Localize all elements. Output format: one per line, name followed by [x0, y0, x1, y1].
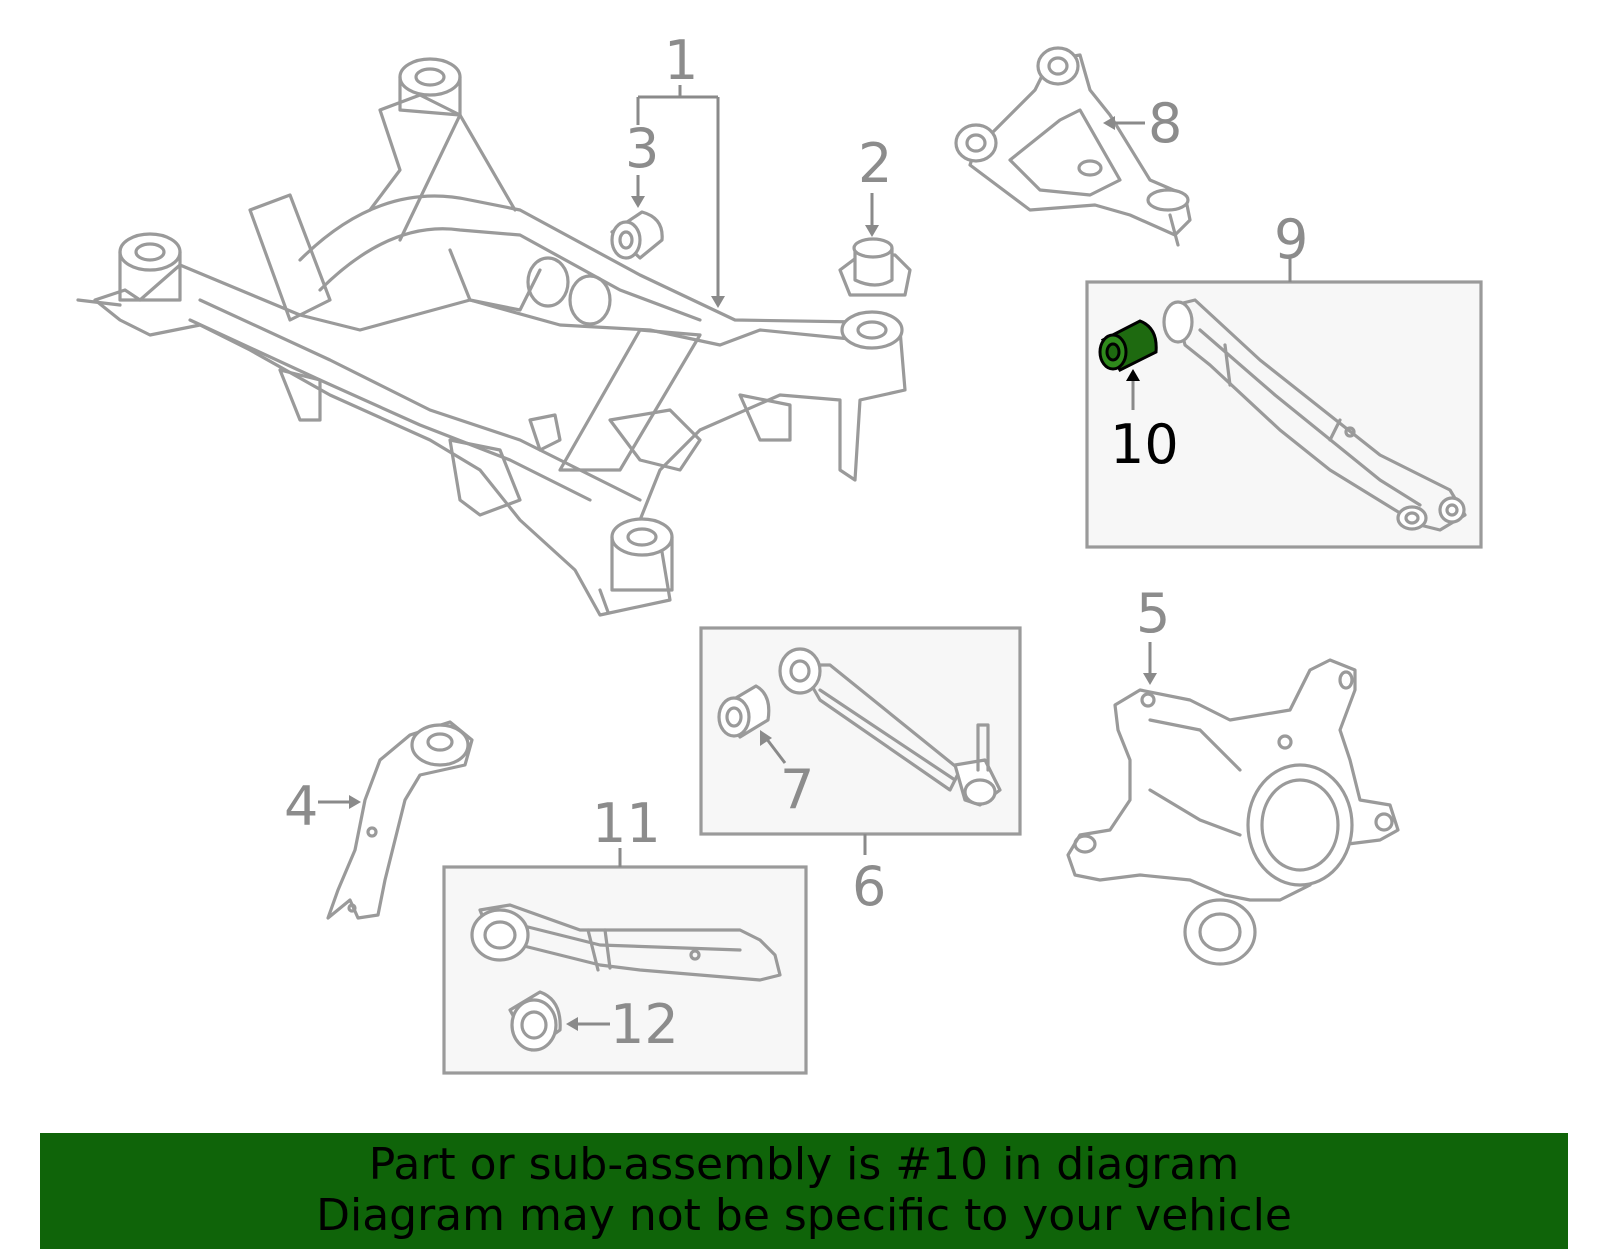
callout-7: 7	[780, 758, 814, 821]
subframe-mount	[838, 237, 912, 297]
callout-3: 3	[625, 117, 659, 180]
callout-5: 5	[1136, 582, 1170, 645]
callout-2: 2	[858, 132, 892, 195]
steering-knuckle	[1066, 658, 1400, 966]
callout-9: 9	[1274, 208, 1308, 271]
upper-control-arm	[954, 46, 1192, 247]
leader-lines	[318, 85, 1157, 1031]
callout-12: 12	[610, 993, 679, 1056]
highlighted-bushing-10	[1098, 319, 1158, 372]
callout-8: 8	[1148, 92, 1182, 155]
banner-line-2: Diagram may not be specific to your vehi…	[316, 1190, 1292, 1241]
callout-11: 11	[592, 792, 661, 855]
callout-4: 4	[284, 775, 318, 838]
trailing-link	[326, 720, 474, 920]
lower-arm-assembly-box	[1085, 255, 1483, 549]
upper-link-assembly-box	[442, 848, 808, 1075]
banner-line-1: Part or sub-assembly is #10 in diagram	[368, 1139, 1240, 1190]
subframe-crossmember	[76, 57, 907, 617]
callout-numbers: 1 2 3 4 5 6 7 8 9 10 11 12	[284, 29, 1308, 1056]
callout-1: 1	[664, 29, 698, 92]
toe-link-assembly-box	[699, 626, 1022, 855]
info-banner: Part or sub-assembly is #10 in diagram D…	[40, 1133, 1568, 1249]
callout-6: 6	[852, 855, 886, 918]
subframe-bushing	[610, 210, 664, 260]
callout-10: 10	[1110, 413, 1179, 476]
